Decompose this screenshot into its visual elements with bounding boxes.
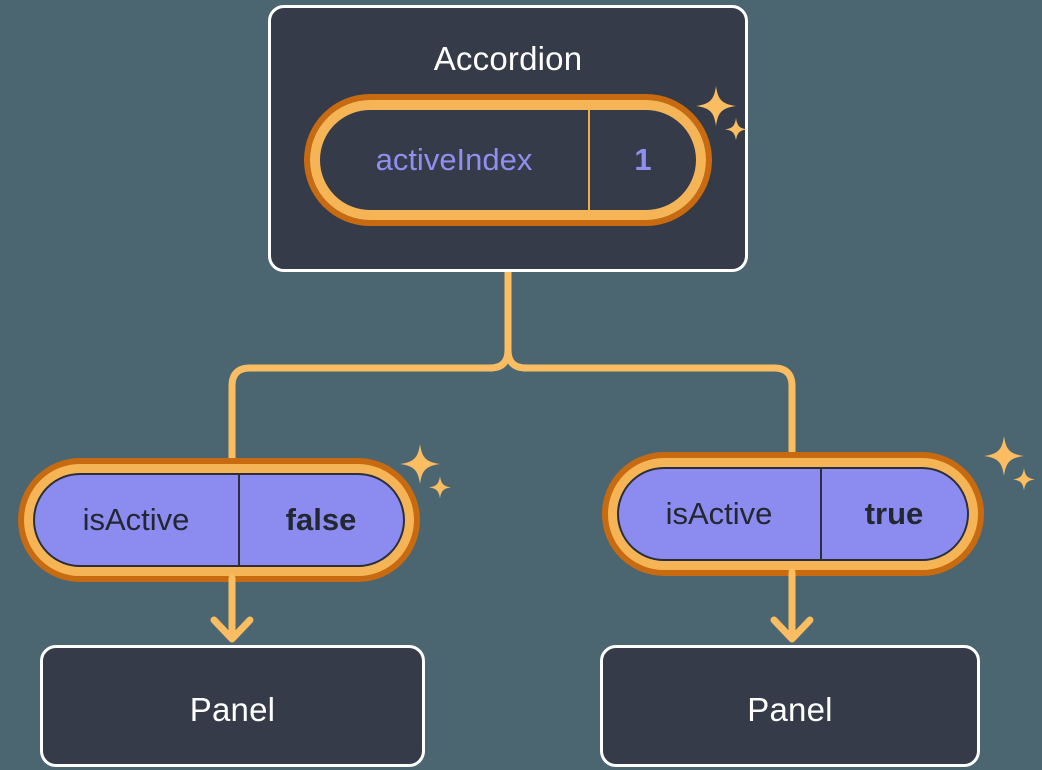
prop-pill-isActive-true[interactable]: isActive true [608, 458, 978, 570]
prop-name: activeIndex [375, 142, 533, 177]
panel-title: Panel [747, 691, 833, 728]
prop-name: isActive [82, 502, 190, 537]
prop-name: isActive [665, 496, 773, 531]
prop-value: false [285, 502, 357, 537]
pill-divider [238, 474, 240, 566]
prop-value: 1 [588, 110, 696, 210]
panel-card-left[interactable]: Panel [40, 645, 425, 767]
page-title: Accordion [433, 40, 583, 77]
prop-pill-activeIndex[interactable]: activeIndex 1 [310, 100, 706, 220]
prop-pill-isActive-false[interactable]: isActive false [24, 464, 414, 576]
panel-card-right[interactable]: Panel [600, 645, 980, 767]
pill-divider [820, 468, 822, 560]
prop-value: true [864, 496, 924, 531]
panel-title: Panel [189, 691, 276, 728]
